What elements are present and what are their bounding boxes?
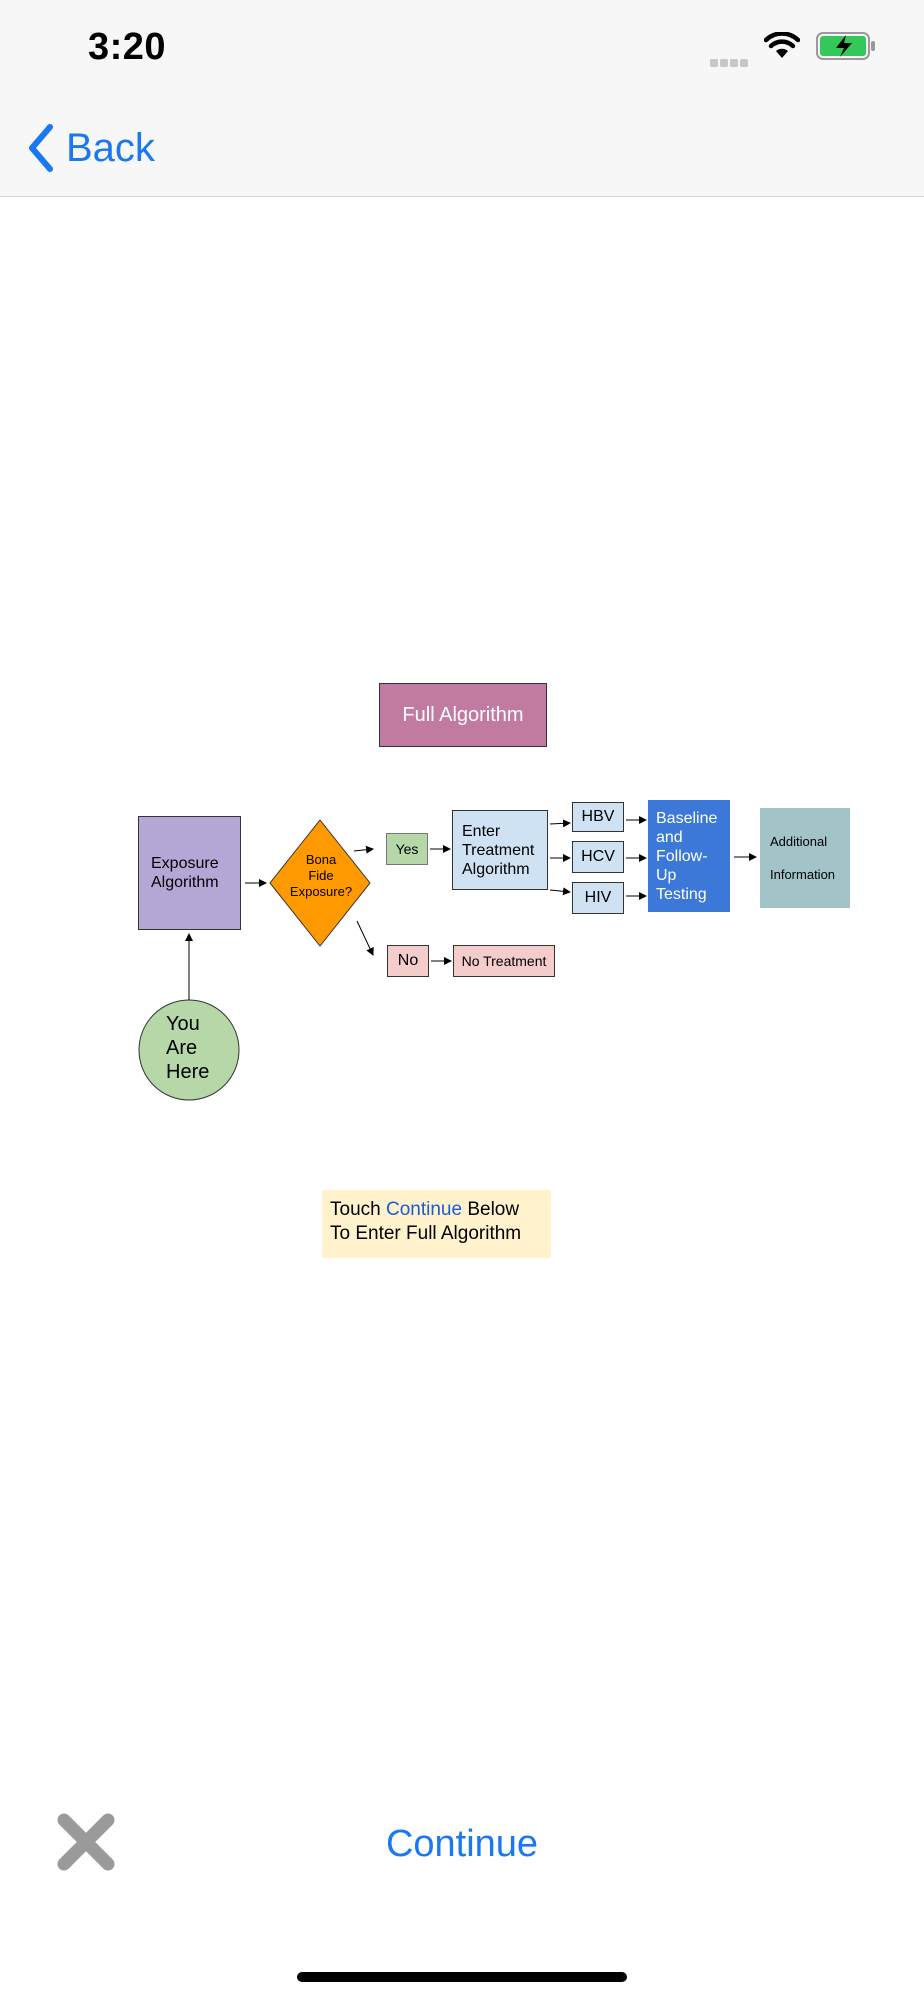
you-line3: Here — [166, 1061, 210, 1083]
no-label: No — [397, 952, 419, 969]
yes-label: Yes — [395, 841, 419, 857]
additional-line1: Additional — [770, 834, 828, 849]
you-line1: You — [166, 1013, 200, 1035]
close-button[interactable] — [54, 1810, 118, 1874]
baseline-line5: Testing — [656, 885, 707, 903]
instruction-line2: To Enter Full Algorithm — [330, 1223, 522, 1244]
home-indicator — [297, 1972, 627, 1982]
no-box: No — [387, 945, 429, 977]
back-button[interactable]: Back — [26, 120, 155, 176]
yes-box: Yes — [386, 833, 428, 865]
baseline-line3: Follow- — [656, 847, 708, 865]
enter-line2: Treatment — [462, 841, 535, 859]
cellular-signal-icon — [710, 54, 750, 72]
additional-information-box: Additional Information — [760, 808, 850, 908]
hbv-label: HBV — [581, 808, 615, 825]
enter-treatment-algorithm-box: Enter Treatment Algorithm — [452, 810, 548, 890]
bona-fide-exposure-label: Bona Fide Exposure? — [266, 852, 376, 900]
no-treatment-label: No Treatment — [461, 953, 547, 969]
diagram-connectors — [138, 816, 757, 1101]
diamond-line2: Fide — [308, 868, 334, 883]
you-line2: Are — [166, 1037, 198, 1059]
additional-line2: Information — [770, 867, 836, 882]
full-algorithm-box: Full Algorithm — [379, 683, 547, 747]
diamond-line3: Exposure? — [289, 884, 353, 899]
exposure-line2: Algorithm — [151, 874, 219, 891]
bona-fide-decision-diamond — [269, 819, 371, 947]
hiv-box: HIV — [572, 882, 624, 914]
battery-charging-icon — [816, 32, 875, 60]
you-are-here-label: You Are Here — [166, 1012, 236, 1084]
enter-line1: Enter — [462, 822, 501, 840]
hcv-label: HCV — [581, 848, 615, 865]
no-treatment-box: No Treatment — [453, 945, 555, 977]
instruction-suffix: Below — [462, 1199, 520, 1220]
baseline-line4: Up — [656, 866, 677, 884]
algorithm-diagram: Full Algorithm Exposure Algorithm Bona F… — [138, 683, 850, 1101]
baseline-follow-up-testing-box: Baseline and Follow- Up Testing — [648, 800, 730, 912]
hbv-box: HBV — [572, 802, 624, 832]
exposure-line1: Exposure — [151, 855, 219, 872]
navigation-bar — [0, 100, 924, 197]
wifi-icon — [764, 32, 800, 58]
chevron-left-icon — [29, 124, 53, 172]
continue-button[interactable]: Continue — [385, 1823, 539, 1865]
hiv-label: HIV — [584, 889, 612, 906]
instruction-prefix: Touch — [330, 1199, 386, 1220]
enter-line3: Algorithm — [462, 860, 530, 878]
hcv-box: HCV — [572, 841, 624, 873]
close-icon — [57, 1813, 115, 1871]
status-bar: 3:20 — [0, 0, 924, 100]
instruction-note: Touch Continue Below To Enter Full Algor… — [322, 1190, 551, 1258]
baseline-line2: and — [656, 828, 683, 846]
full-algorithm-label: Full Algorithm — [402, 703, 524, 726]
diamond-line1: Bona — [305, 852, 337, 867]
baseline-line1: Baseline — [656, 809, 718, 827]
back-label: Back — [66, 125, 155, 170]
exposure-algorithm-box: Exposure Algorithm — [138, 816, 241, 930]
instruction-line1: Touch Continue Below — [330, 1198, 551, 1222]
status-time: 3:20 — [88, 26, 167, 68]
instruction-continue-word: Continue — [385, 1199, 463, 1220]
